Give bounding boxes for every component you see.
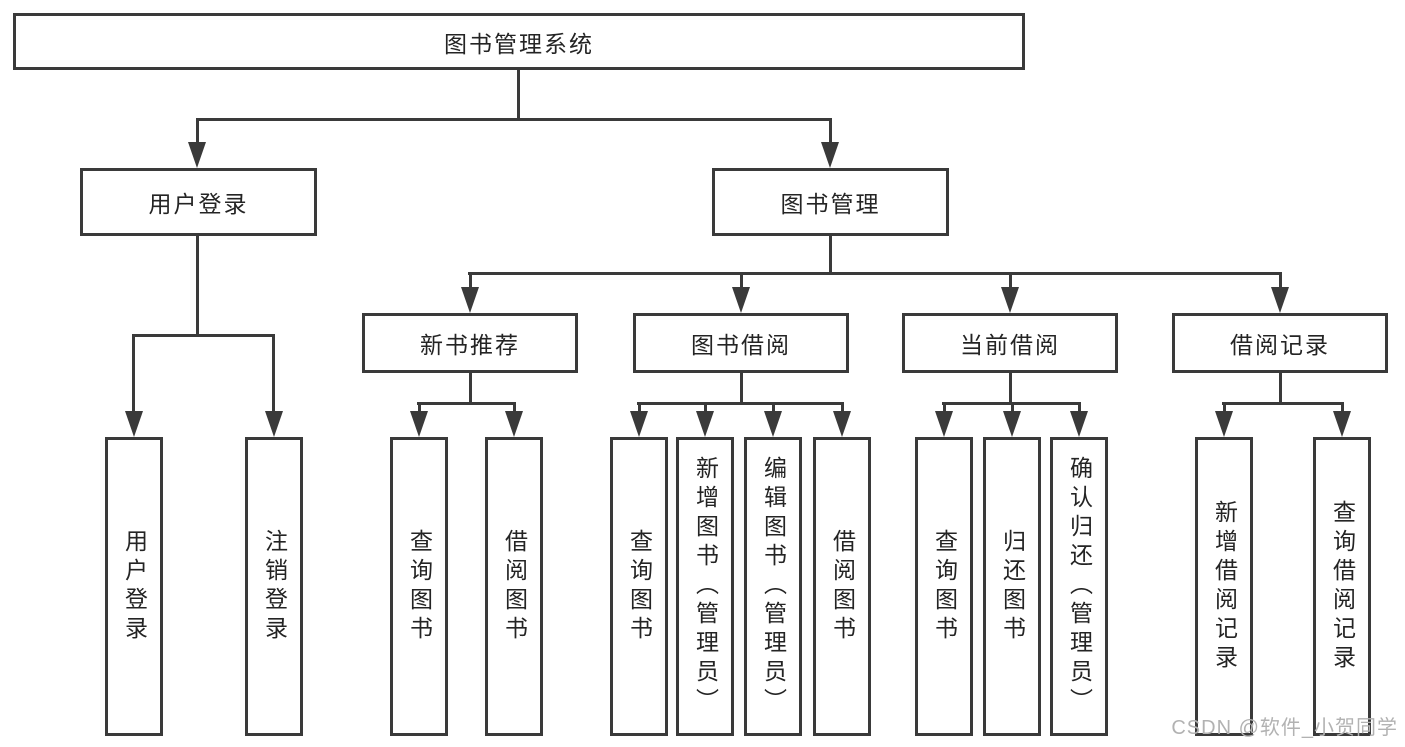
connector-book-management-split bbox=[468, 272, 1281, 275]
watermark: CSDN @软件_小贺同学 bbox=[1171, 717, 1398, 739]
connector-leaf-stem bbox=[841, 402, 844, 414]
leaf-label: 查询图书 bbox=[626, 528, 653, 645]
leaf-return-books: 归还图书 bbox=[983, 437, 1041, 736]
leaf-borrow-books-2: 借阅图书 bbox=[813, 437, 871, 736]
connector-book-borrowing-split bbox=[637, 402, 843, 405]
leaf-query-borrow-record: 查询借阅记录 bbox=[1313, 437, 1371, 736]
connector-leaf-stem bbox=[638, 402, 641, 414]
connector-to-leaf-logout bbox=[272, 334, 275, 413]
leaf-label: 编辑图书（管理员） bbox=[760, 456, 787, 717]
leaf-edit-book-admin: 编辑图书（管理员） bbox=[744, 437, 802, 736]
arrowhead-icon bbox=[265, 411, 283, 437]
connector-leaf-stem bbox=[772, 402, 775, 414]
connector-borrowing-records-stem bbox=[1279, 373, 1282, 405]
arrowhead-icon bbox=[505, 411, 523, 437]
arrowhead-icon bbox=[188, 142, 206, 168]
leaf-confirm-return-admin: 确认归还（管理员） bbox=[1050, 437, 1108, 736]
leaf-add-book-admin: 新增图书（管理员） bbox=[676, 437, 734, 736]
connector-leaf-stem bbox=[943, 402, 946, 414]
leaf-label: 借阅图书 bbox=[829, 528, 856, 645]
connector-to-book-management bbox=[829, 118, 832, 144]
connector-to-borrowing-records bbox=[1279, 272, 1282, 289]
arrowhead-icon bbox=[125, 411, 143, 437]
leaf-label: 归还图书 bbox=[999, 528, 1026, 645]
arrowhead-icon bbox=[1215, 411, 1233, 437]
leaf-label: 查询借阅记录 bbox=[1329, 499, 1356, 674]
arrowhead-icon bbox=[764, 411, 782, 437]
connector-to-book-borrowing bbox=[740, 272, 743, 289]
connector-book-management-stem bbox=[829, 236, 832, 275]
arrowhead-icon bbox=[1271, 287, 1289, 313]
leaf-label: 查询图书 bbox=[931, 528, 958, 645]
connector-leaf-stem bbox=[1223, 402, 1226, 414]
connector-new-book-stem bbox=[469, 373, 472, 405]
connector-leaf-stem bbox=[704, 402, 707, 414]
connector-leaf-stem bbox=[418, 402, 421, 414]
leaf-label: 用户登录 bbox=[121, 528, 148, 645]
connector-root-stem bbox=[517, 70, 520, 120]
node-root: 图书管理系统 bbox=[13, 13, 1025, 70]
arrowhead-icon bbox=[1070, 411, 1088, 437]
leaf-label: 确认归还（管理员） bbox=[1066, 456, 1093, 717]
node-borrowing-records: 借阅记录 bbox=[1172, 313, 1388, 373]
arrowhead-icon bbox=[935, 411, 953, 437]
arrowhead-icon bbox=[1003, 411, 1021, 437]
leaf-query-books-3: 查询图书 bbox=[915, 437, 973, 736]
arrowhead-icon bbox=[461, 287, 479, 313]
arrowhead-icon bbox=[732, 287, 750, 313]
arrowhead-icon bbox=[1001, 287, 1019, 313]
connector-to-leaf-user-login bbox=[132, 334, 135, 413]
connector-root-split bbox=[196, 118, 832, 121]
leaf-add-borrow-record: 新增借阅记录 bbox=[1195, 437, 1253, 736]
connector-to-current-borrowing bbox=[1009, 272, 1012, 289]
arrowhead-icon bbox=[821, 142, 839, 168]
leaf-query-books-1: 查询图书 bbox=[390, 437, 448, 736]
leaf-logout: 注销登录 bbox=[245, 437, 303, 736]
leaf-borrow-books-1: 借阅图书 bbox=[485, 437, 543, 736]
node-book-borrowing: 图书借阅 bbox=[633, 313, 849, 373]
connector-new-book-split bbox=[417, 402, 515, 405]
arrowhead-icon bbox=[696, 411, 714, 437]
leaf-label: 借阅图书 bbox=[501, 528, 528, 645]
leaf-user-login: 用户登录 bbox=[105, 437, 163, 736]
connector-to-new-book bbox=[469, 272, 472, 289]
leaf-query-books-2: 查询图书 bbox=[610, 437, 668, 736]
connector-leaf-stem bbox=[1078, 402, 1081, 414]
node-book-management: 图书管理 bbox=[712, 168, 949, 236]
leaf-label: 新增图书（管理员） bbox=[692, 456, 719, 717]
connector-book-borrowing-stem bbox=[740, 373, 743, 405]
leaf-label: 注销登录 bbox=[261, 528, 288, 645]
arrowhead-icon bbox=[410, 411, 428, 437]
leaf-label: 查询图书 bbox=[406, 528, 433, 645]
arrowhead-icon bbox=[833, 411, 851, 437]
connector-user-login-split bbox=[132, 334, 275, 337]
node-new-book-recommend: 新书推荐 bbox=[362, 313, 578, 373]
connector-leaf-stem bbox=[1341, 402, 1344, 414]
arrowhead-icon bbox=[1333, 411, 1351, 437]
connector-to-user-login bbox=[196, 118, 199, 144]
connector-current-borrowing-stem bbox=[1009, 373, 1012, 405]
connector-leaf-stem bbox=[1011, 402, 1014, 414]
node-current-borrowing: 当前借阅 bbox=[902, 313, 1118, 373]
arrowhead-icon bbox=[630, 411, 648, 437]
leaf-label: 新增借阅记录 bbox=[1211, 499, 1238, 674]
connector-leaf-stem bbox=[513, 402, 516, 414]
connector-user-login-stem bbox=[196, 236, 199, 337]
node-user-login: 用户登录 bbox=[80, 168, 317, 236]
connector-borrowing-records-split bbox=[1222, 402, 1343, 405]
